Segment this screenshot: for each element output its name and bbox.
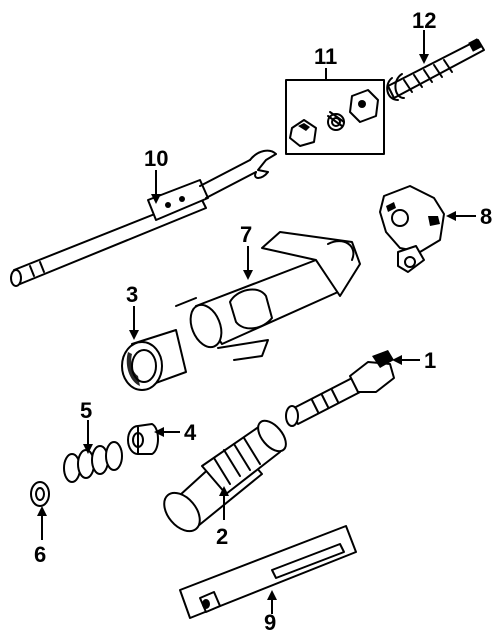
part-8-ignition-housing bbox=[379, 185, 445, 273]
callout-1: 1 bbox=[424, 348, 436, 373]
callout-8: 8 bbox=[480, 204, 492, 229]
part-9-plate bbox=[179, 525, 357, 619]
callout-10: 10 bbox=[144, 146, 168, 171]
callout-numbers: 1 2 3 4 5 6 7 8 9 10 11 12 bbox=[34, 8, 492, 633]
part-2-boot bbox=[163, 419, 287, 533]
callout-4: 4 bbox=[184, 420, 197, 445]
callout-11: 11 bbox=[314, 44, 337, 69]
part-7-column-housing bbox=[175, 231, 361, 361]
part-6-washer bbox=[30, 481, 50, 507]
callout-6: 6 bbox=[34, 542, 46, 567]
callout-7: 7 bbox=[240, 222, 252, 247]
part-5-rings bbox=[63, 441, 123, 483]
callout-9: 9 bbox=[264, 610, 276, 633]
callout-12: 12 bbox=[412, 8, 436, 33]
part-4-bushing bbox=[127, 423, 159, 455]
part-10-lower-shaft bbox=[10, 149, 277, 287]
part-3-bearing-sleeve bbox=[121, 329, 187, 391]
callout-leaders bbox=[37, 30, 476, 614]
callout-5: 5 bbox=[80, 398, 92, 423]
callout-2: 2 bbox=[216, 524, 228, 549]
part-11-parts-kit bbox=[285, 79, 385, 155]
callout-3: 3 bbox=[126, 282, 138, 307]
part-1-shaft-joint bbox=[285, 350, 395, 427]
part-12-upper-shaft bbox=[386, 38, 485, 101]
